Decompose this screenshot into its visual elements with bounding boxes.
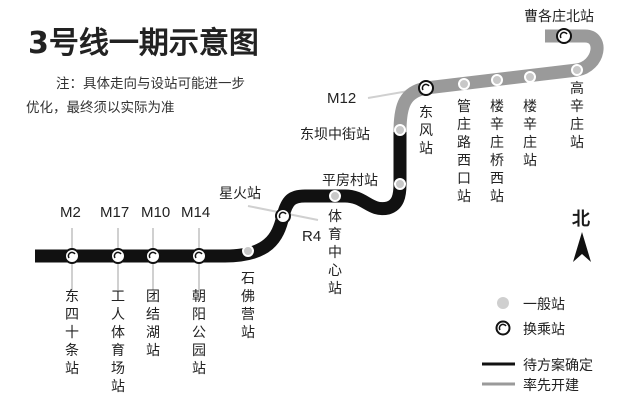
interchange-station-icon	[64, 28, 572, 264]
map-note: 注：具体走向与设站可能进一步优化，最终须以实际为准	[26, 76, 245, 116]
station-label: 东风站	[419, 105, 433, 157]
station-label: 楼辛庄桥西站	[490, 99, 504, 205]
transfer-label-m10: M10	[141, 204, 171, 221]
transfer-label-m17: M17	[100, 204, 130, 221]
transfer-label-m14: M14	[181, 204, 211, 221]
legend-normal-station-icon	[497, 297, 509, 309]
station-label: 体育中心站	[328, 209, 342, 297]
map-title: 3号线一期示意图	[28, 26, 259, 61]
station-label: 星火站	[219, 186, 261, 202]
legend-label-interchange: 换乘站	[523, 322, 565, 338]
station-label: 朝阳公园站	[192, 289, 206, 377]
legend-interchange-station-icon	[495, 320, 511, 336]
normal-station-icon	[242, 64, 583, 257]
legend-label-normal: 一般站	[523, 297, 565, 313]
station-label: 团结湖站	[146, 289, 160, 359]
station-label: 工人体育场站	[111, 289, 125, 395]
north-arrow-icon	[573, 232, 591, 262]
station-label: 东四十条站	[65, 289, 79, 377]
pending-line	[35, 132, 407, 263]
transfer-label-m12: M12	[327, 90, 357, 107]
station-label: 石佛营站	[241, 271, 255, 341]
station-label: 管庄路西口站	[457, 99, 471, 205]
transfer-label-m2: M2	[60, 204, 81, 221]
station-label: 楼辛庄站	[523, 99, 537, 169]
legend-label-first-build: 率先开建	[523, 378, 579, 394]
station-label: 平房村站	[322, 173, 378, 189]
station-label: 高辛庄站	[570, 81, 584, 151]
station-label: 曹各庄北站	[524, 9, 594, 25]
station-label: 东坝中街站	[300, 127, 370, 143]
transfer-label-r4: R4	[302, 228, 322, 245]
station-markers	[64, 28, 583, 264]
legend-label-pending: 待方案确定	[523, 358, 593, 374]
north-label: 北	[572, 209, 590, 230]
